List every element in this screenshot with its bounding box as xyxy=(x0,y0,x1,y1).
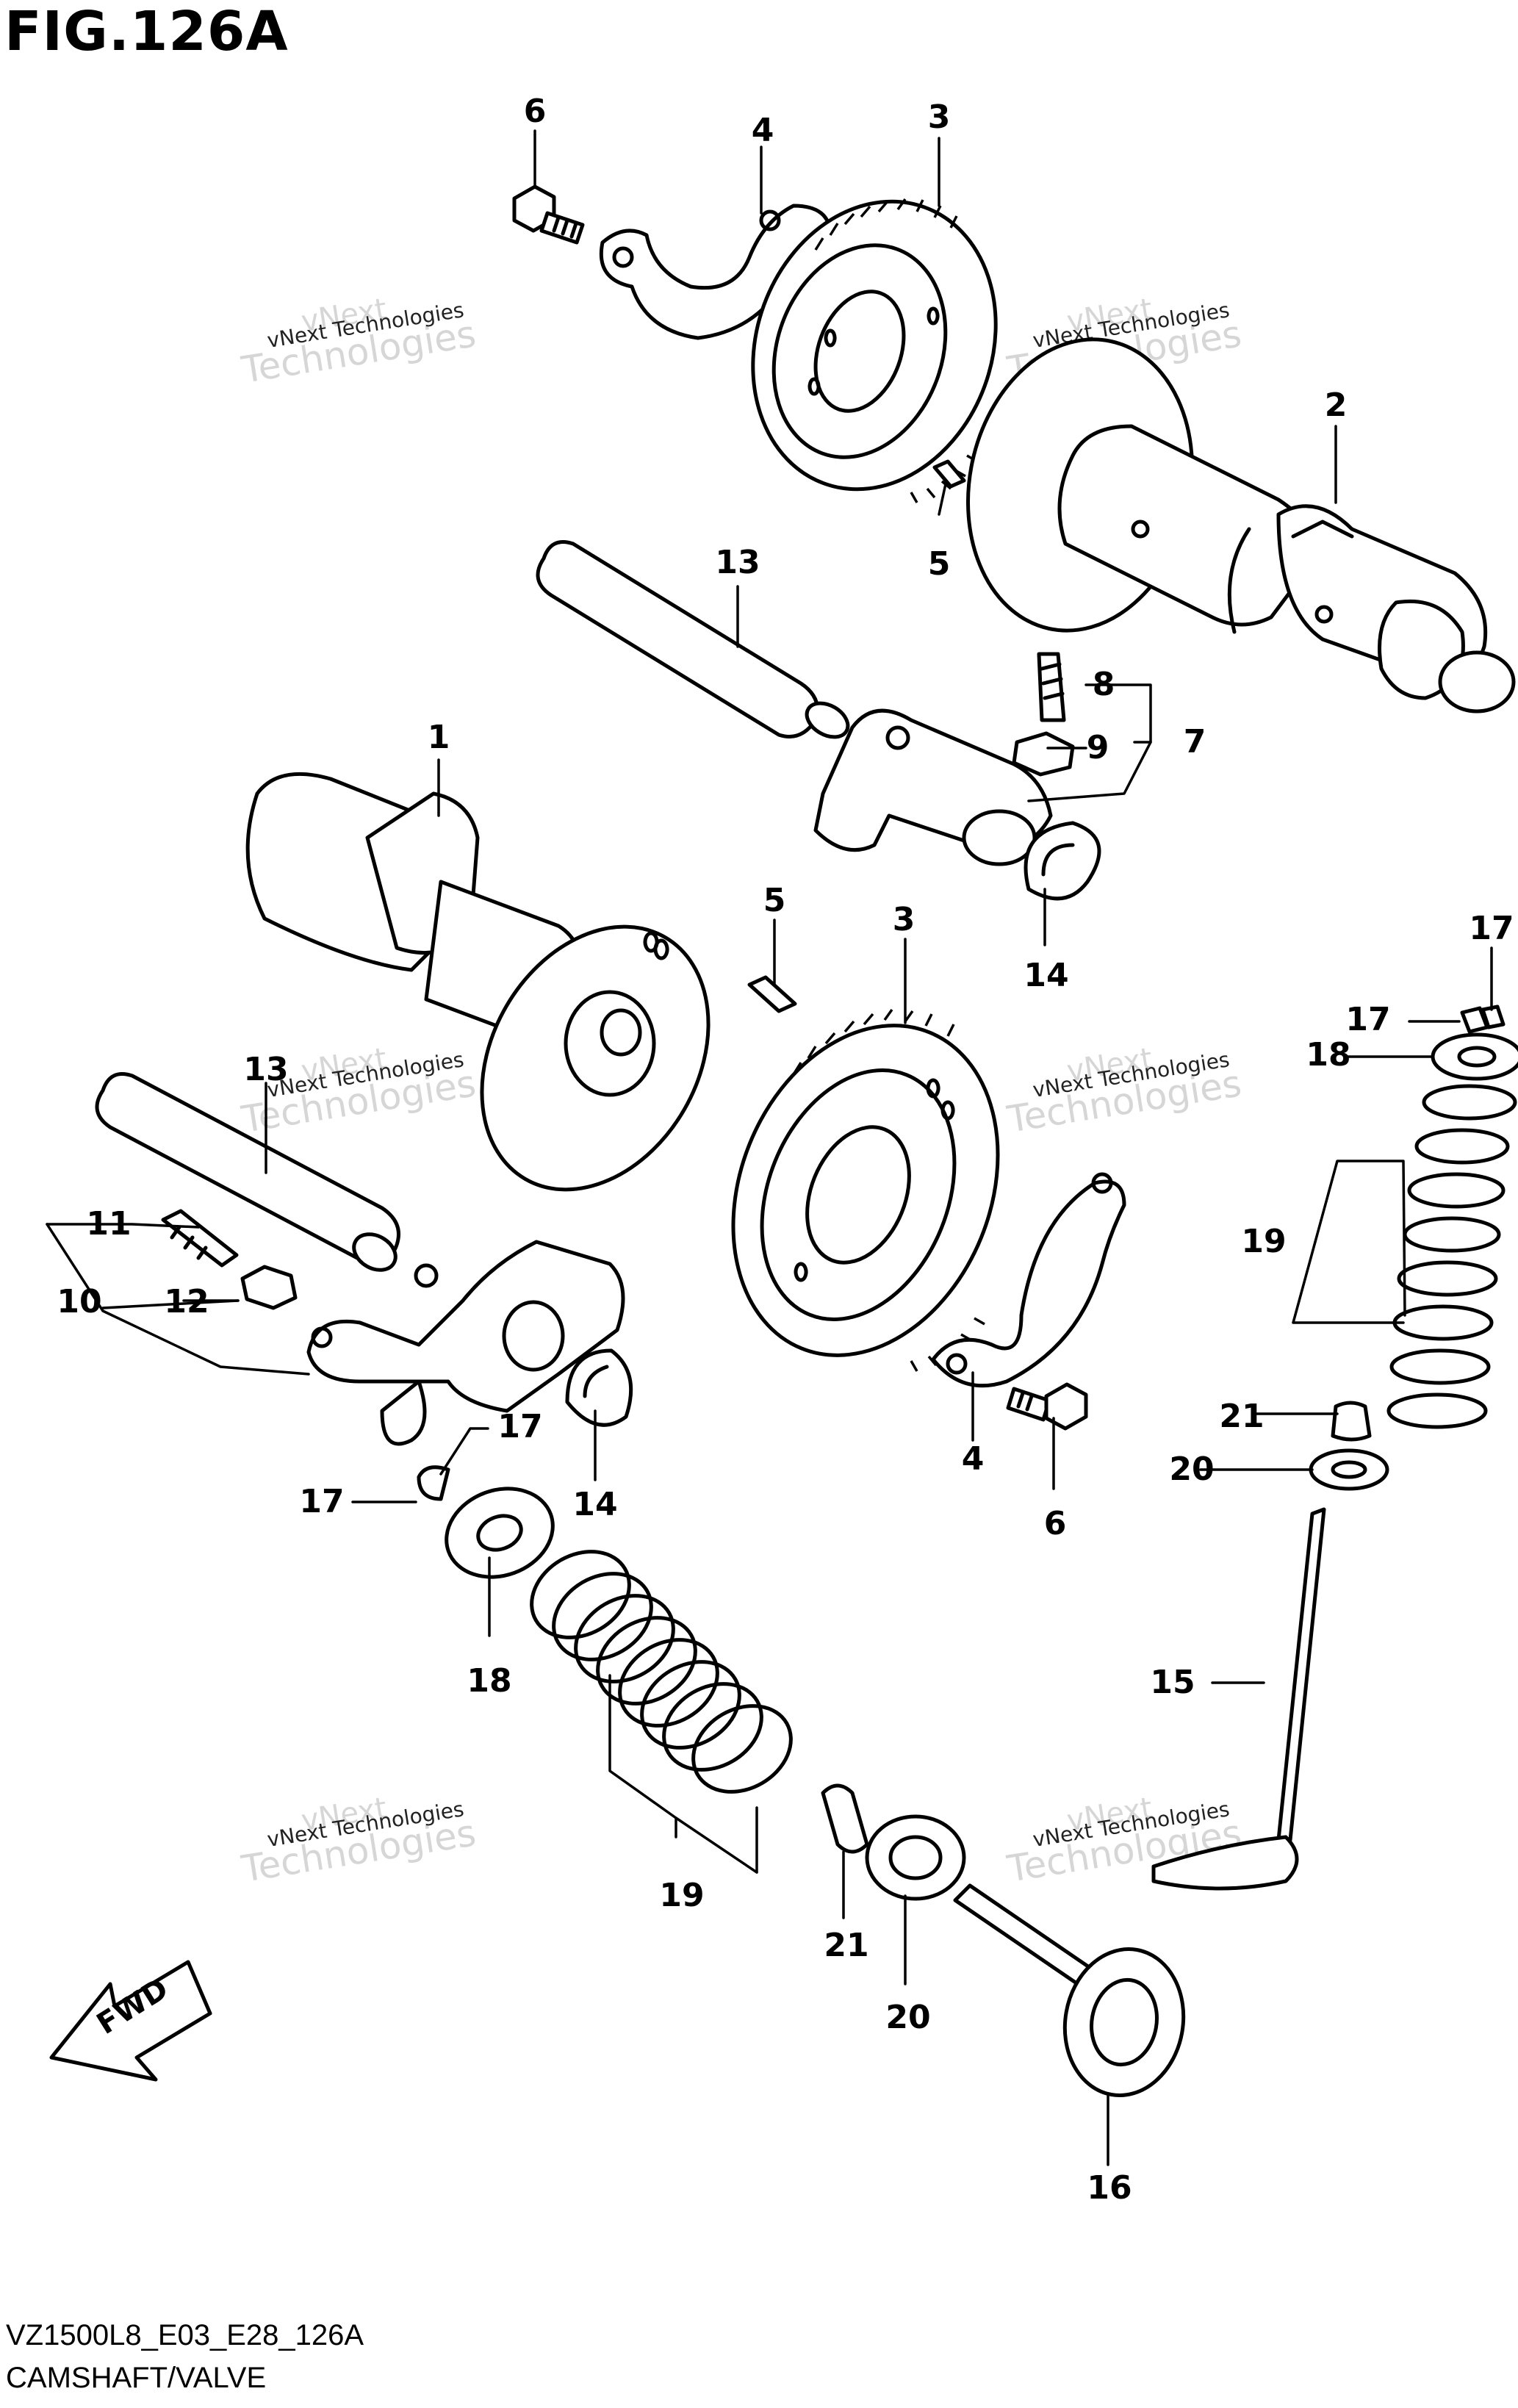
callout-label: 5 xyxy=(927,545,951,583)
callout-label: 6 xyxy=(523,93,547,130)
rocker-shaft-13-bottom xyxy=(95,1072,400,1272)
callout-label: 1 xyxy=(427,719,450,756)
callout-label: 20 xyxy=(885,1999,931,2036)
callout-label: 20 xyxy=(1169,1451,1215,1488)
pin-5-bottom xyxy=(747,975,797,1013)
spacer-14-top xyxy=(1024,821,1101,901)
callout-label: 5 xyxy=(763,882,786,919)
fwd-arrow-icon: FWD xyxy=(49,1960,212,2082)
figure-title: FIG.126A xyxy=(4,0,289,63)
callout-label: 14 xyxy=(1024,957,1069,994)
figure-code: VZ1500L8_E03_E28_126A xyxy=(6,2319,364,2351)
callout-label: 6 xyxy=(1043,1505,1067,1542)
seal-21-right xyxy=(1331,1401,1372,1442)
callout-label: 4 xyxy=(751,112,774,149)
camshaft-2 xyxy=(965,337,1516,714)
callout-label: 3 xyxy=(892,901,916,938)
gear-3-bottom xyxy=(731,1008,1000,1372)
retainer-18-right xyxy=(1431,1032,1518,1081)
seat-20-right xyxy=(1309,1448,1389,1491)
cotter-17-right xyxy=(1460,1004,1506,1034)
callout-label: 12 xyxy=(164,1283,209,1320)
gear-3-top xyxy=(751,198,998,503)
camshaft-1 xyxy=(245,772,711,1192)
callout-label: 21 xyxy=(1219,1398,1265,1435)
rocker-arm-10 xyxy=(306,1240,625,1446)
nut-12 xyxy=(240,1265,298,1310)
callout-label: 18 xyxy=(467,1662,512,1700)
callout-label: 17 xyxy=(1469,910,1514,947)
valve-16 xyxy=(953,1883,1186,2097)
rocker-shaft-13-top xyxy=(536,540,850,739)
callout-label: 13 xyxy=(243,1051,289,1088)
bolt-6-top xyxy=(512,184,585,245)
callout-label: 9 xyxy=(1086,729,1109,766)
bolt-6-bottom xyxy=(1006,1382,1088,1431)
rocker-arm-7 xyxy=(813,708,1053,866)
callout-label: 3 xyxy=(927,98,951,136)
callout-label: 17 xyxy=(1345,1001,1391,1038)
callout-label: 10 xyxy=(57,1283,102,1320)
spacer-14-bottom xyxy=(565,1348,633,1427)
callout-label: 15 xyxy=(1150,1664,1195,1701)
callout-label: 17 xyxy=(299,1483,345,1520)
pin-5-top xyxy=(932,459,966,489)
callout-label: 17 xyxy=(497,1408,543,1445)
figure-name: CAMSHAFT/VALVE xyxy=(6,2362,267,2394)
cotter-17-bottom xyxy=(417,1465,450,1501)
seat-20-bottom xyxy=(865,1814,966,1901)
callout-label: 7 xyxy=(1183,723,1206,761)
valve-15 xyxy=(1151,1507,1326,1891)
retainer-18-bottom xyxy=(445,1487,555,1579)
adjust-screw-11 xyxy=(161,1209,239,1268)
callout-label: 18 xyxy=(1306,1036,1351,1074)
callout-label: 16 xyxy=(1087,2169,1132,2207)
callout-label: 8 xyxy=(1092,666,1115,703)
callout-label: 21 xyxy=(824,1927,869,1964)
callout-label: 11 xyxy=(86,1205,132,1243)
nut-9 xyxy=(1012,731,1075,777)
seal-21-bottom xyxy=(821,1783,869,1854)
adjust-screw-8 xyxy=(1037,652,1066,722)
clamp-4-bottom xyxy=(931,1172,1126,1388)
leader-lines xyxy=(46,129,1493,2166)
callout-label: 14 xyxy=(572,1486,618,1523)
callout-label: 13 xyxy=(715,544,760,581)
spring-19-right xyxy=(1386,1084,1517,1429)
callout-label: 2 xyxy=(1324,387,1348,424)
spring-19-bottom xyxy=(530,1550,793,1794)
callout-label: 4 xyxy=(961,1440,985,1478)
callout-label: 19 xyxy=(659,1877,705,1914)
callout-label: 19 xyxy=(1241,1223,1287,1260)
